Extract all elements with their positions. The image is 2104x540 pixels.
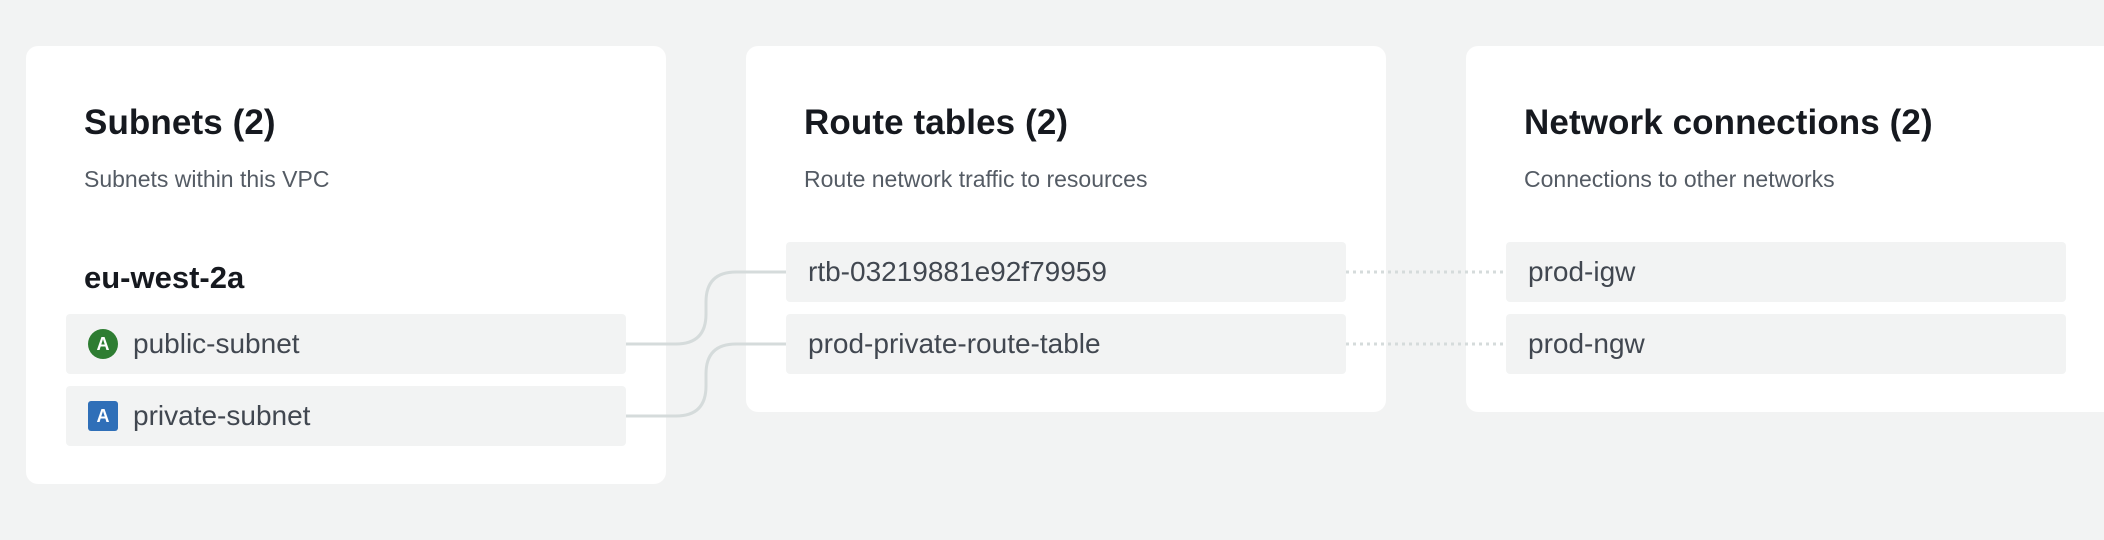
subnet-private[interactable]: A private-subnet	[66, 386, 626, 446]
subnet-public[interactable]: A public-subnet	[66, 314, 626, 374]
route-table-public[interactable]: rtb-03219881e92f79959	[786, 242, 1346, 302]
subnets-title: Subnets (2)	[84, 103, 276, 142]
network-connection-ngw[interactable]: prod-ngw	[1506, 314, 2066, 374]
subnet-label: private-subnet	[133, 400, 311, 431]
network-connection-igw[interactable]: prod-igw	[1506, 242, 2066, 302]
availability-zone-label: eu-west-2a	[84, 260, 245, 295]
network-connection-label: prod-igw	[1528, 256, 1636, 287]
subnets-panel: Subnets (2) Subnets within this VPC eu-w…	[26, 46, 666, 484]
network-connections-description: Connections to other networks	[1524, 166, 1835, 192]
route-tables-panel: Route tables (2) Route network traffic t…	[746, 46, 1386, 412]
public-subnet-icon: A	[88, 329, 118, 359]
subnets-description: Subnets within this VPC	[84, 166, 330, 192]
private-subnet-icon: A	[88, 401, 118, 431]
network-connection-label: prod-ngw	[1528, 328, 1645, 359]
subnet-label: public-subnet	[133, 328, 300, 359]
network-connections-panel: Network connections (2) Connections to o…	[1466, 46, 2104, 412]
route-table-label: rtb-03219881e92f79959	[808, 256, 1107, 287]
route-table-label: prod-private-route-table	[808, 328, 1101, 359]
route-tables-title: Route tables (2)	[804, 103, 1069, 142]
route-table-private[interactable]: prod-private-route-table	[786, 314, 1346, 374]
route-tables-description: Route network traffic to resources	[804, 166, 1148, 192]
network-connections-title: Network connections (2)	[1524, 103, 1933, 142]
